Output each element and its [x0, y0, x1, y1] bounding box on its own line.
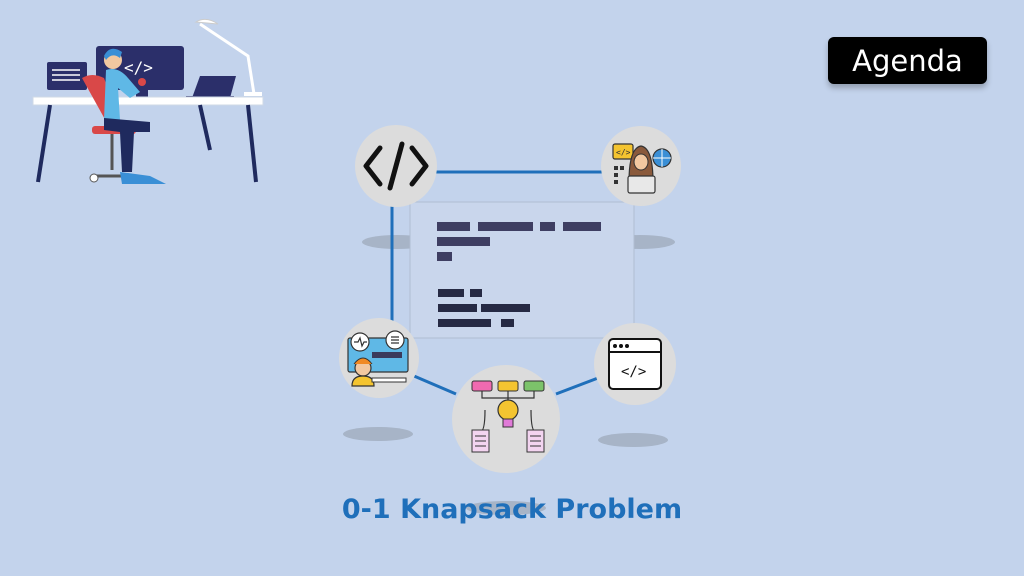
- code-brackets-icon: [355, 125, 437, 207]
- developer-monitor-icon: [339, 318, 419, 398]
- flowchart-idea-icon: [452, 365, 560, 473]
- agenda-label: Agenda: [828, 37, 987, 84]
- svg-text:</>: </>: [621, 364, 646, 380]
- slide-title: 0-1 Knapsack Problem: [341, 494, 683, 525]
- document-panel: [409, 201, 635, 339]
- svg-text:</>: </>: [616, 148, 631, 157]
- svg-text:</>: </>: [124, 58, 153, 77]
- browser-code-icon: </>: [594, 323, 676, 405]
- developer-at-desk-illustration: </>: [32, 18, 264, 184]
- hacker-coder-icon: </>: [601, 126, 681, 206]
